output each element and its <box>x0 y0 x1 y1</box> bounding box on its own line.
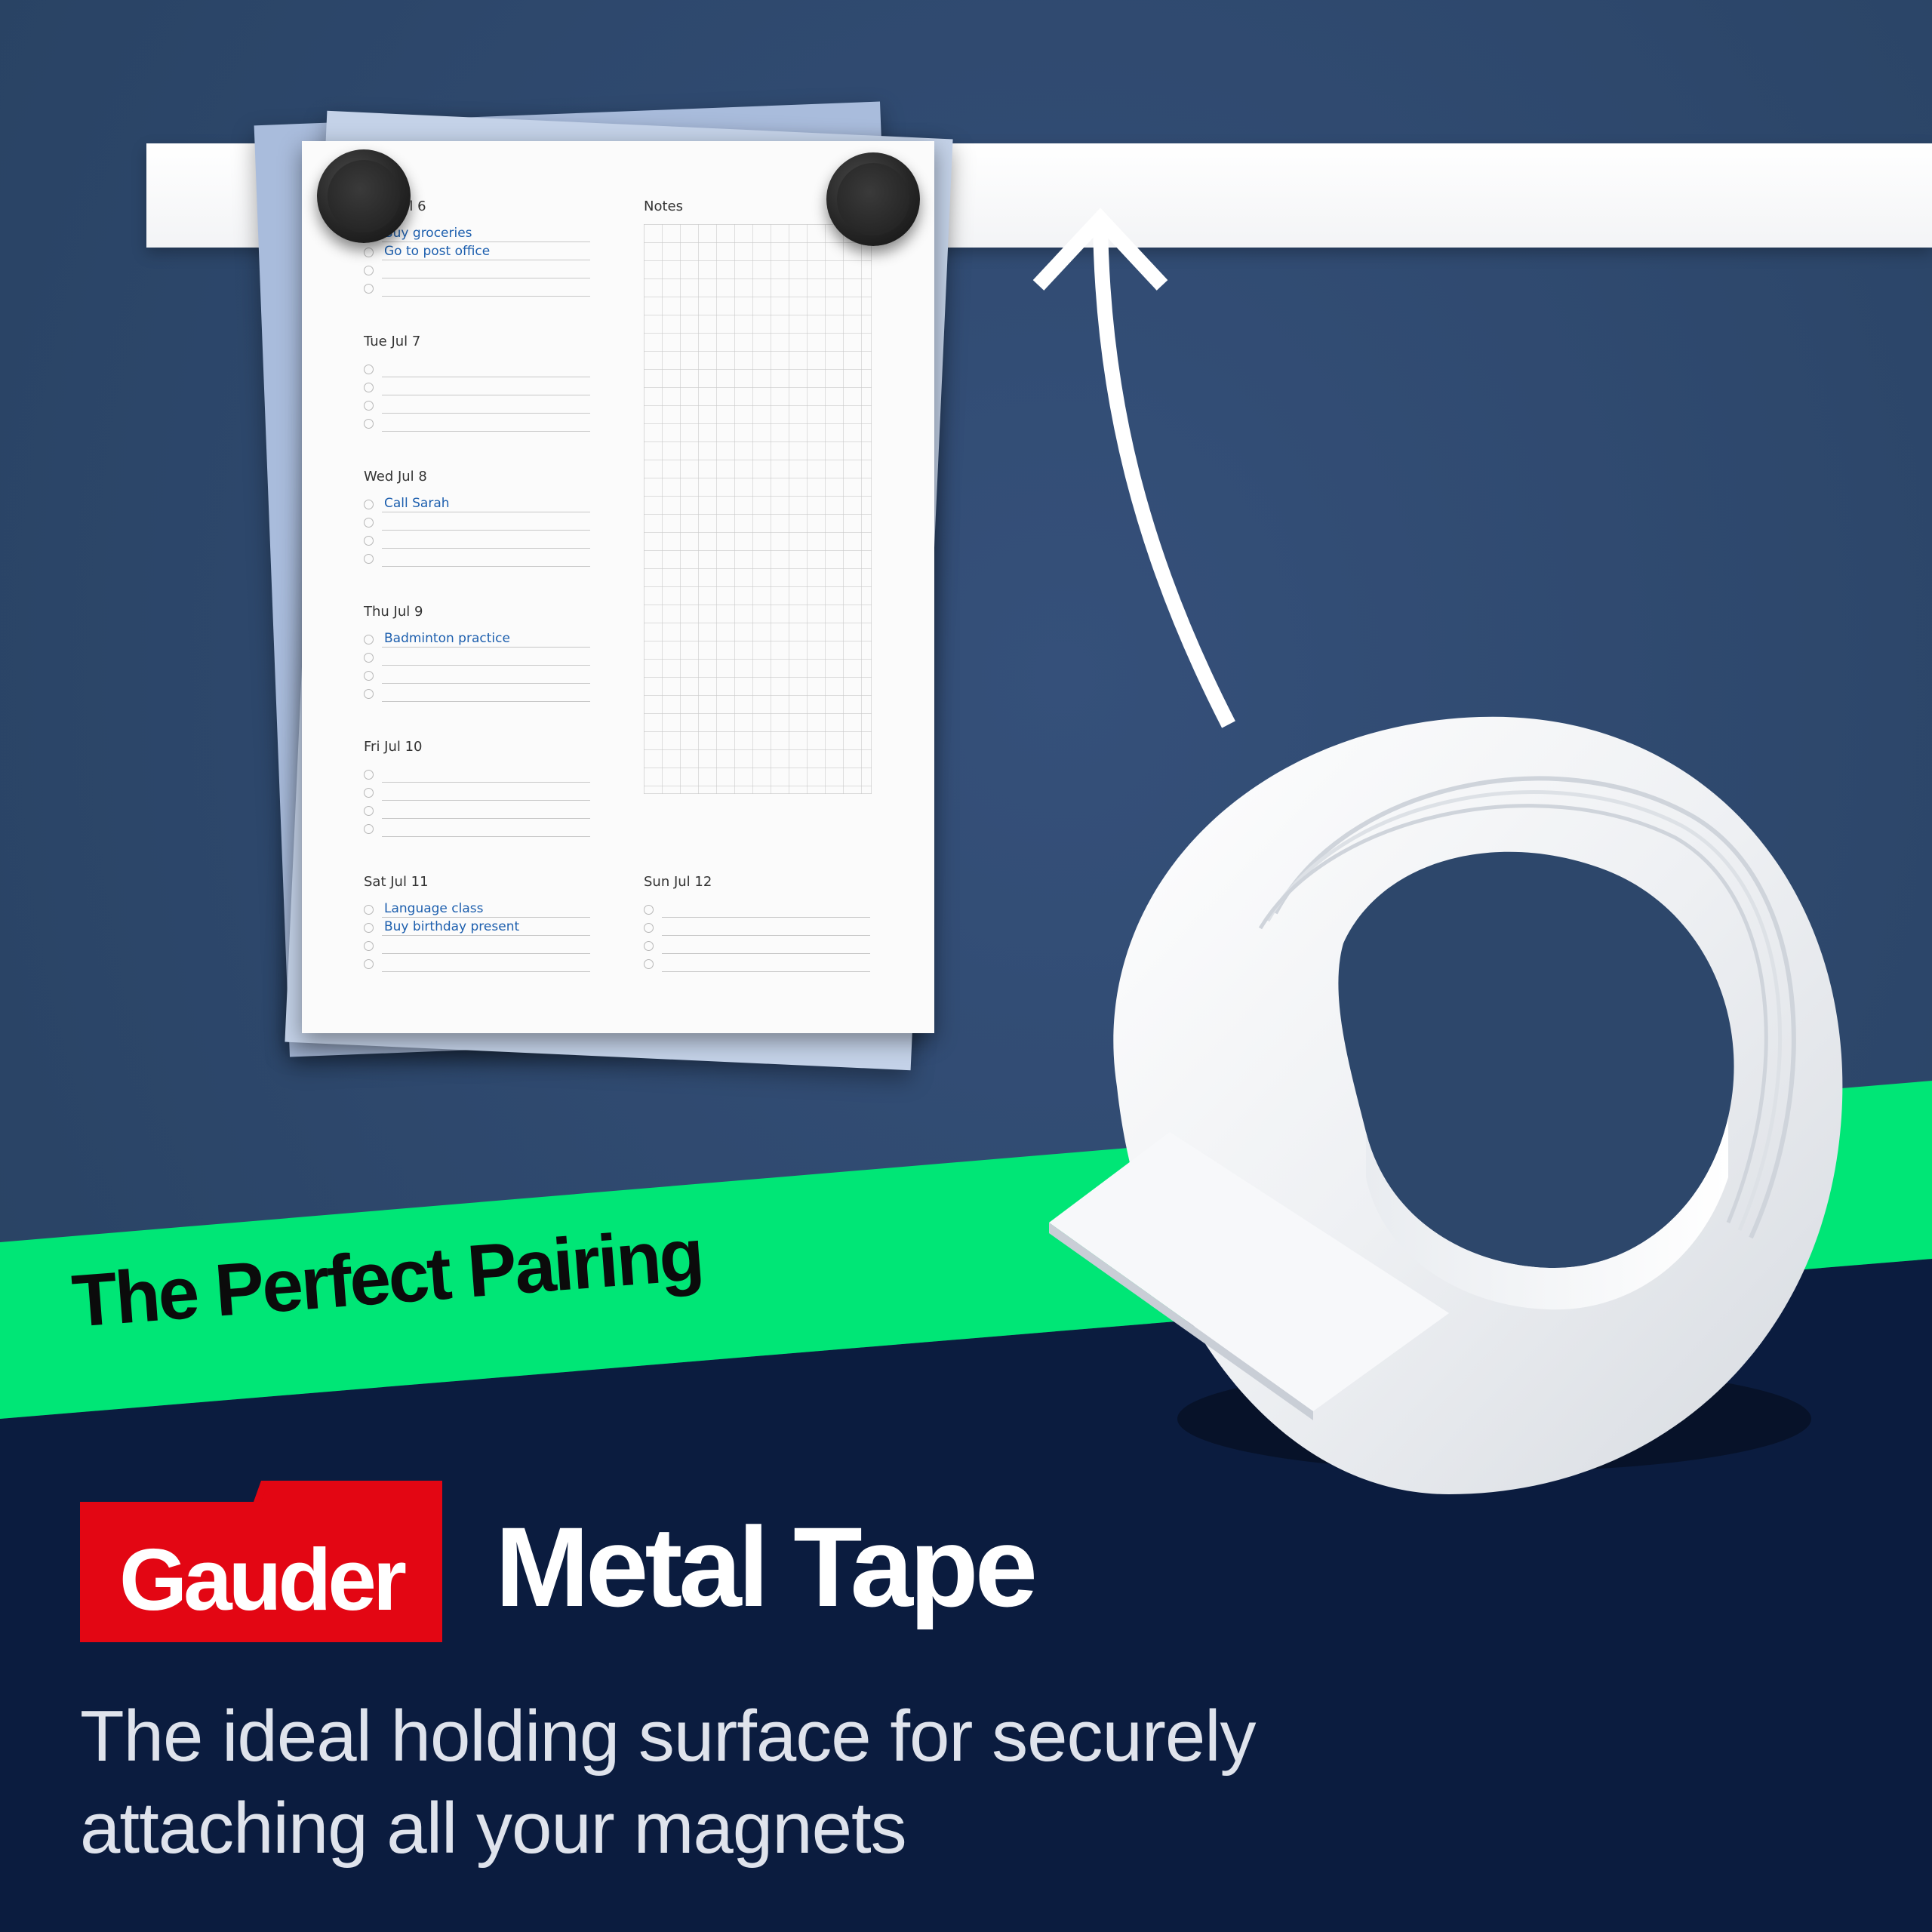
checkbox-icon <box>364 365 374 374</box>
checkbox-icon <box>364 266 374 275</box>
logo-text: Gauder <box>118 1531 407 1629</box>
checkbox-icon <box>364 770 374 780</box>
checkbox-icon <box>644 959 654 969</box>
task-row <box>364 649 590 667</box>
task-text: Badminton practice <box>384 631 510 646</box>
planner-day: Wed Jul 8 Call Sarah <box>364 469 590 568</box>
checkbox-icon <box>364 824 374 834</box>
planner-day: Sun Jul 12 <box>644 874 870 974</box>
task-row: Go to post office <box>364 244 590 262</box>
checkbox-icon <box>364 500 374 509</box>
day-label: Sun Jul 12 <box>644 874 712 890</box>
checkbox-icon <box>364 689 374 699</box>
day-label: Wed Jul 8 <box>364 469 427 485</box>
checkbox-icon <box>364 941 374 951</box>
magnet-icon <box>826 152 920 246</box>
task-row <box>364 379 590 397</box>
product-title: Metal Tape <box>495 1503 1038 1630</box>
day-label: Sat Jul 11 <box>364 874 429 890</box>
checkbox-icon <box>364 284 374 294</box>
planner-day: Thu Jul 9 Badminton practice <box>364 604 590 703</box>
checkbox-icon <box>364 383 374 392</box>
task-row: Language class <box>364 901 590 919</box>
magnet-icon <box>317 149 411 243</box>
task-row <box>644 919 870 937</box>
task-row <box>364 415 590 433</box>
task-row: Badminton practice <box>364 631 590 649</box>
checkbox-icon <box>364 635 374 645</box>
task-row: Call Sarah <box>364 496 590 514</box>
notes-grid <box>644 224 872 794</box>
checkbox-icon <box>364 959 374 969</box>
task-row <box>364 955 590 974</box>
checkbox-icon <box>364 419 374 429</box>
task-text: Buy groceries <box>384 226 472 241</box>
task-text: Buy birthday present <box>384 919 520 934</box>
task-row <box>364 280 590 298</box>
task-row <box>364 766 590 784</box>
checkbox-icon <box>644 941 654 951</box>
checkbox-icon <box>644 923 654 933</box>
task-row <box>364 820 590 838</box>
checkbox-icon <box>364 248 374 257</box>
checkbox-icon <box>364 806 374 816</box>
task-row <box>364 937 590 955</box>
tape-roll-icon <box>1049 716 1843 1494</box>
notes-label: Notes <box>644 198 683 214</box>
task-row <box>364 361 590 379</box>
arrow-up-icon <box>1032 208 1235 728</box>
task-row <box>364 514 590 532</box>
checkbox-icon <box>644 905 654 915</box>
checkbox-icon <box>364 518 374 528</box>
checkbox-icon <box>364 554 374 564</box>
task-text: Go to post office <box>384 244 491 259</box>
checkbox-icon <box>364 536 374 546</box>
task-row <box>364 802 590 820</box>
tagline: The ideal holding surface for securely a… <box>80 1690 1514 1875</box>
day-label: Fri Jul 10 <box>364 739 423 755</box>
logo-badge-icon <box>80 1481 442 1642</box>
task-row <box>364 532 590 550</box>
checkbox-icon <box>364 671 374 681</box>
task-row <box>644 901 870 919</box>
checkbox-icon <box>364 905 374 915</box>
planner-day: Tue Jul 7 <box>364 334 590 433</box>
task-text: Language class <box>384 901 484 916</box>
planner-day: Sat Jul 11 Language class Buy birthday p… <box>364 874 590 974</box>
task-row <box>364 397 590 415</box>
task-text: Call Sarah <box>384 496 450 511</box>
weekly-planner-sheet: Mon Jul 6 Buy groceries Go to post offic… <box>302 141 934 1033</box>
checkbox-icon <box>364 653 374 663</box>
task-row <box>364 784 590 802</box>
task-row <box>364 685 590 703</box>
day-label: Thu Jul 9 <box>364 604 423 620</box>
tagline-line: The ideal holding surface for securely <box>80 1696 1257 1777</box>
planner-day: Fri Jul 10 <box>364 739 590 838</box>
task-row <box>364 262 590 280</box>
task-row <box>644 955 870 974</box>
brand-logo: Gauder <box>80 1481 442 1642</box>
checkbox-icon <box>364 401 374 411</box>
task-row <box>644 937 870 955</box>
task-row <box>364 667 590 685</box>
checkbox-icon <box>364 923 374 933</box>
checkbox-icon <box>364 788 374 798</box>
task-row <box>364 550 590 568</box>
task-row: Buy birthday present <box>364 919 590 937</box>
day-label: Tue Jul 7 <box>364 334 421 349</box>
tagline-line: attaching all your magnets <box>80 1788 907 1869</box>
